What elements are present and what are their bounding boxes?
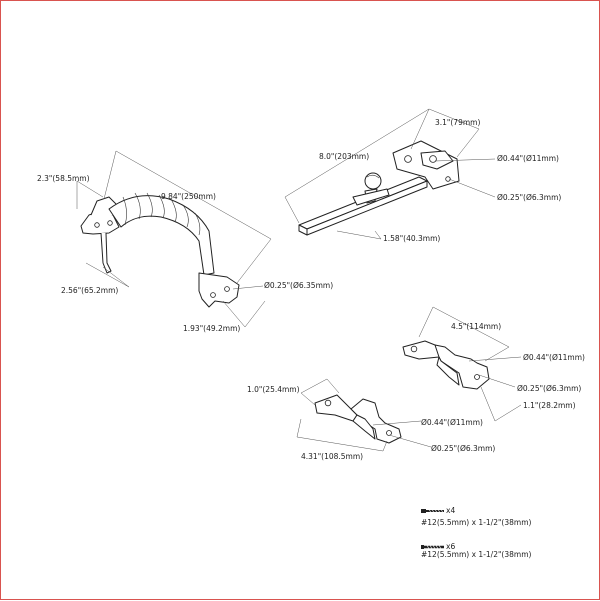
screw-icon [421, 544, 444, 550]
keeper-b-large-hole-label: Ø0.44"(Ø11mm) [421, 418, 483, 427]
bar-width-label: 3.1"(79mm) [435, 118, 480, 127]
keeper-a-small-hole-label: Ø0.25"(Ø6.3mm) [517, 384, 581, 393]
handle-length-label: 9.84"(250mm) [161, 192, 216, 201]
keeper-b [296, 378, 432, 452]
hardware-qty: x6 [446, 542, 455, 551]
bar-small-hole-label: Ø0.25"(Ø6.3mm) [497, 193, 561, 202]
keeper-a-large-hole-label: Ø0.44"(Ø11mm) [523, 353, 585, 362]
keeper-a-width-label: 1.1"(28.2mm) [523, 401, 576, 410]
latch-bar [284, 108, 496, 240]
bar-length-label: 8.0"(203mm) [319, 152, 369, 161]
hardware-qty: x4 [446, 506, 455, 515]
keeper-b-length-label: 4.31"(108.5mm) [301, 452, 363, 461]
twisted-handle [76, 150, 272, 328]
handle-hole-label: Ø0.25"(Ø6.35mm) [264, 281, 333, 290]
keeper-a [402, 306, 522, 422]
handle-width-label: 2.3"(58.5mm) [37, 174, 90, 183]
hardware-item: x6 #12(5.5mm) x 1-1/2"(38mm) [421, 542, 532, 559]
handle-base-label: 1.93"(49.2mm) [183, 324, 240, 333]
hardware-item: x4 #12(5.5mm) x 1-1/2"(38mm) [421, 506, 532, 527]
bar-large-hole-label: Ø0.44"(Ø11mm) [497, 154, 559, 163]
keeper-b-width-label: 1.0"(25.4mm) [247, 385, 300, 394]
handle-depth-label: 2.56"(65.2mm) [61, 286, 118, 295]
keeper-b-small-hole-label: Ø0.25"(Ø6.3mm) [431, 444, 495, 453]
bolt-icon [421, 508, 444, 514]
bar-offset-label: 1.58"(40.3mm) [383, 234, 440, 243]
hardware-spec: #12(5.5mm) x 1-1/2"(38mm) [421, 550, 532, 559]
hardware-spec: #12(5.5mm) x 1-1/2"(38mm) [421, 518, 532, 527]
keeper-a-length-label: 4.5"(114mm) [451, 322, 501, 331]
